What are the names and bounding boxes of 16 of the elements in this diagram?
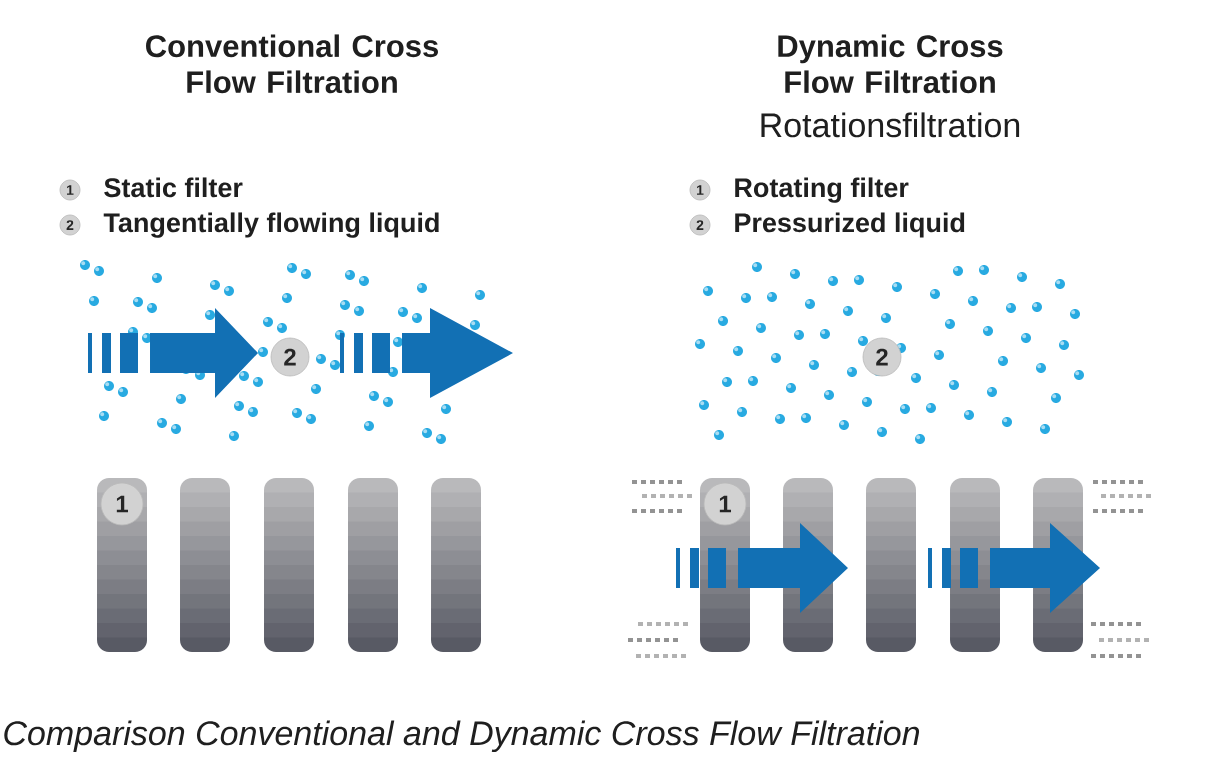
heading: Conventional Cross Flow Filtration <box>146 34 438 94</box>
list-text: Pressurized liquid <box>735 212 965 238</box>
list-number-badge: 2 <box>689 214 711 236</box>
heading: Dynamic Cross Flow Filtration <box>778 34 1003 94</box>
list-number-badge: 1 <box>689 179 711 201</box>
list-text: Static filter <box>104 177 243 198</box>
caption: Comparison Conventional and Dynamic Cross Flow Filtration <box>4 720 920 753</box>
callout-number: 2 <box>862 337 902 377</box>
list-number-badge: 2 <box>59 214 81 236</box>
list-number-badge: 1 <box>59 179 81 201</box>
callout-number: 1 <box>100 482 144 526</box>
callout-number: 1 <box>703 482 747 526</box>
list-text: Tangentially flowing liquid <box>103 212 439 238</box>
list-text: Rotating filter <box>735 177 909 203</box>
callout-number: 2 <box>270 337 310 377</box>
subtitle: Rotationsfiltration <box>761 112 1020 138</box>
